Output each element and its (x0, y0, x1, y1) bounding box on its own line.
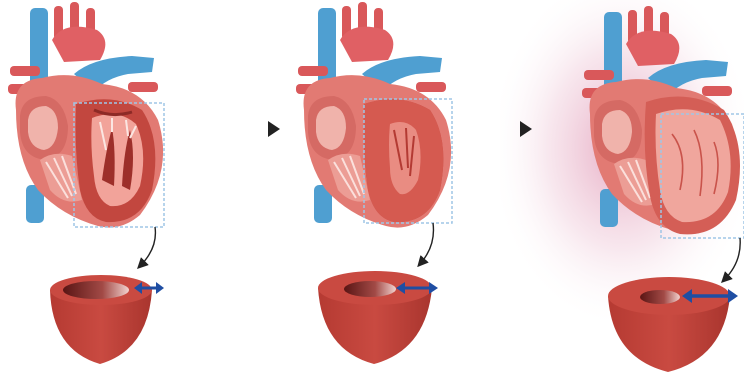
ventricle-cup-icon (318, 271, 432, 364)
heart-anatomy-icon (8, 2, 163, 228)
progression-arrow-icon (216, 121, 280, 137)
panel-normal-heart (8, 2, 164, 364)
ventricle-cup-icon (608, 277, 730, 372)
callout-arrow (420, 223, 433, 264)
callout-arrow (140, 227, 155, 266)
heart-anatomy-icon (296, 2, 451, 228)
panel-concentric-hypertrophy (296, 2, 452, 364)
